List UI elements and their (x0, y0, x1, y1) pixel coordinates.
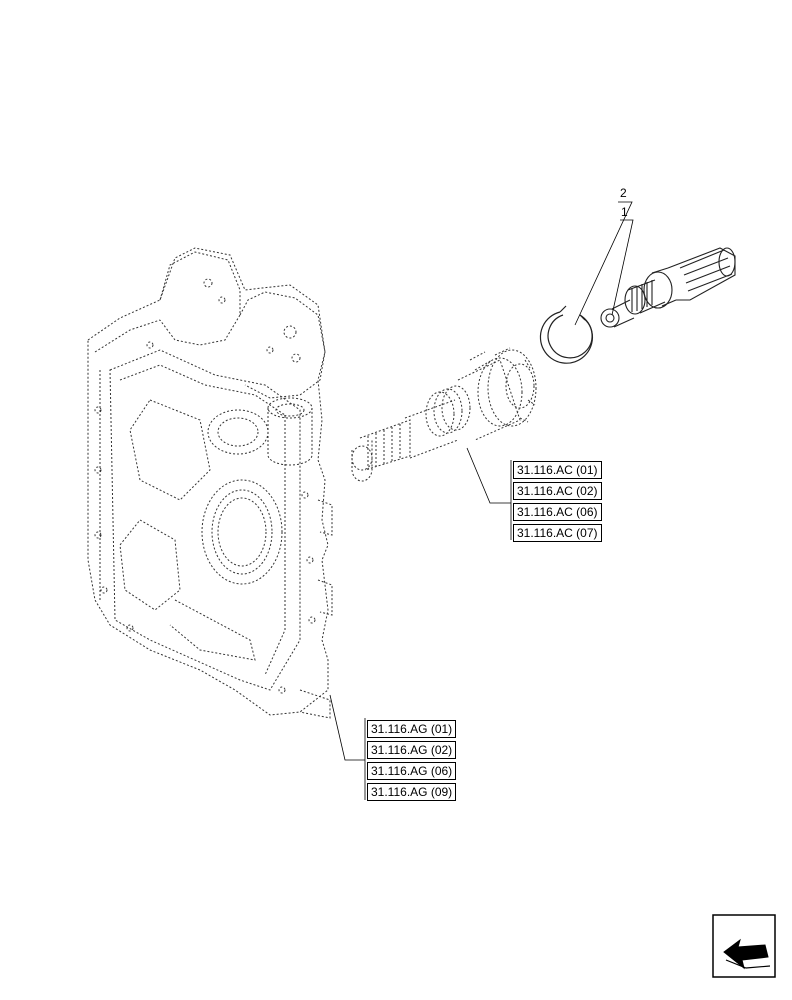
output-shaft-assembly (351, 347, 537, 482)
housing-ref-link-3[interactable]: 31.116.AG (06) (367, 762, 457, 780)
housing-ref-link-4[interactable]: 31.116.AG (09) (367, 783, 457, 801)
next-page-arrow-icon[interactable] (712, 914, 776, 978)
pto-stub-shaft (600, 247, 736, 328)
housing-ref-link-1[interactable]: 31.116.AG (01) (367, 720, 457, 738)
shaft-ref-link-1[interactable]: 31.116.AC (01) (513, 461, 602, 479)
housing-ref-link-2[interactable]: 31.116.AG (02) (367, 741, 457, 759)
callout-leaders (329, 201, 634, 800)
shaft-ref-link-4[interactable]: 31.116.AC (07) (513, 524, 602, 542)
shaft-ref-link-3[interactable]: 31.116.AC (06) (513, 503, 602, 521)
rear-housing (87, 247, 333, 719)
shaft-ref-link-2[interactable]: 31.116.AC (02) (513, 482, 602, 500)
callout-number-1: 1 (621, 205, 628, 219)
callout-number-2: 2 (620, 186, 627, 200)
circlip (539, 305, 594, 364)
